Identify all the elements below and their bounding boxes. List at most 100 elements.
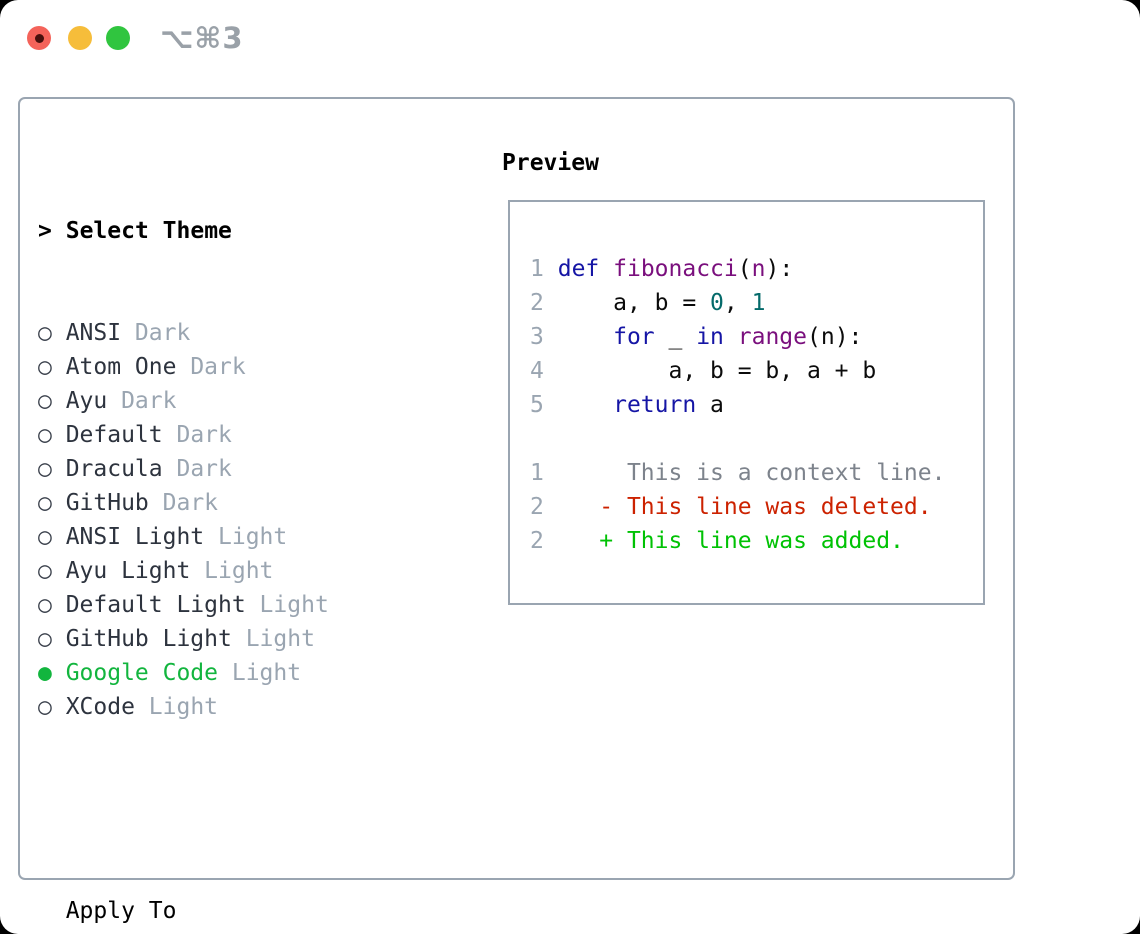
radio-unselected-icon: ○: [38, 354, 66, 380]
theme-option-google-code[interactable]: ● Google Code Light: [38, 656, 440, 690]
preview-line: 3 for _ in range(n):: [530, 320, 983, 354]
code-token-add: + This line was added.: [543, 528, 904, 554]
code-token-pln: [544, 392, 613, 418]
line-number: 4: [530, 358, 544, 384]
theme-name: Ayu Light: [65, 558, 191, 584]
code-token-pln: [544, 324, 613, 350]
radio-unselected-icon: ○: [38, 592, 66, 618]
preview-title: Preview: [502, 150, 599, 176]
radio-unselected-icon: ○: [38, 456, 66, 482]
code-token-pln: [544, 256, 558, 282]
preview-line: 5 return a: [530, 388, 983, 422]
theme-name: Default: [65, 422, 163, 448]
line-number: 2: [530, 290, 544, 316]
preview-line: 1 def fibonacci(n):: [530, 252, 983, 286]
preview-line: 2 - This line was deleted.: [530, 490, 983, 524]
maximize-button[interactable]: [106, 26, 130, 50]
radio-unselected-icon: ○: [38, 626, 66, 652]
radio-selected-icon: ●: [38, 660, 66, 686]
theme-list: ○ ANSI Dark○ Atom One Dark○ Ayu Dark○ De…: [38, 316, 440, 724]
code-token-pln: ,: [723, 290, 752, 316]
line-number: 3: [530, 324, 544, 350]
theme-option-xcode[interactable]: ○ XCode Light: [38, 690, 440, 724]
theme-variant-label: Light: [231, 626, 315, 652]
code-token-pln: _: [654, 324, 697, 350]
line-number: 1: [530, 256, 544, 282]
code-token-pln: [599, 256, 613, 282]
code-token-typ: fibonacci: [613, 256, 738, 282]
line-number: 2: [530, 494, 544, 520]
apply-to-header: Apply To: [65, 898, 177, 924]
code-token-lit: 0: [710, 290, 724, 316]
theme-variant-label: Dark: [121, 320, 191, 346]
theme-option-dracula[interactable]: ○ Dracula Dark: [38, 452, 440, 486]
theme-name: Dracula: [65, 456, 163, 482]
code-token-kwd: for: [613, 324, 655, 350]
theme-variant-label: Light: [190, 558, 274, 584]
code-token-pln: a: [696, 392, 724, 418]
theme-variant-label: Dark: [176, 354, 246, 380]
theme-option-ayu[interactable]: ○ Ayu Dark: [38, 384, 440, 418]
theme-name: Ayu: [65, 388, 108, 414]
theme-name: Atom One: [65, 354, 177, 380]
radio-unselected-icon: ○: [38, 490, 66, 516]
code-token-lit: 1: [751, 290, 766, 316]
theme-option-atom-one[interactable]: ○ Atom One Dark: [38, 350, 440, 384]
theme-option-github-light[interactable]: ○ GitHub Light Light: [38, 622, 440, 656]
theme-name: ANSI Light: [65, 524, 205, 550]
titlebar: ⌥⌘3: [0, 0, 1140, 76]
radio-unselected-icon: ○: [38, 388, 66, 414]
line-number: 5: [530, 392, 544, 418]
radio-unselected-icon: ○: [38, 524, 66, 550]
theme-variant-label: Light: [204, 524, 288, 550]
theme-option-github[interactable]: ○ GitHub Dark: [38, 486, 440, 520]
code-token-pln: ):: [765, 256, 794, 282]
code-token-del: - This line was deleted.: [543, 494, 932, 520]
theme-option-default-light[interactable]: ○ Default Light Light: [38, 588, 440, 622]
code-token-ctx: This is a context line.: [543, 460, 946, 486]
theme-name: Default Light: [65, 592, 246, 618]
theme-name: GitHub Light: [65, 626, 232, 652]
select-theme-title: Select Theme: [65, 218, 232, 244]
theme-name: ANSI: [65, 320, 122, 346]
window-title-shortcut: ⌥⌘3: [160, 21, 244, 55]
theme-option-ayu-light[interactable]: ○ Ayu Light Light: [38, 554, 440, 588]
line-number: 1: [530, 460, 544, 486]
minimize-button[interactable]: [68, 26, 92, 50]
close-button[interactable]: [27, 26, 51, 50]
theme-name: XCode: [65, 694, 135, 720]
prompt-icon: >: [38, 218, 52, 244]
close-dot-icon: [34, 33, 44, 43]
radio-unselected-icon: ○: [38, 694, 66, 720]
code-token-pln: (: [737, 256, 752, 282]
theme-variant-label: Light: [134, 694, 219, 720]
preview-line: 2 a, b = 0, 1: [530, 286, 983, 320]
theme-option-ansi-light[interactable]: ○ ANSI Light Light: [38, 520, 440, 554]
theme-variant-label: Dark: [148, 490, 219, 516]
code-token-pln: [724, 324, 738, 350]
theme-name: GitHub: [65, 490, 149, 516]
theme-option-default[interactable]: ○ Default Dark: [38, 418, 440, 452]
code-token-typ: range: [737, 324, 808, 350]
theme-variant-label: Dark: [162, 422, 232, 448]
theme-variant-label: Dark: [107, 388, 177, 414]
code-token-pln: a, b = b, a + b: [543, 358, 877, 384]
theme-variant-label: Light: [218, 660, 302, 686]
code-token-typ: n: [751, 256, 766, 282]
theme-selector-column: > Select Theme ○ ANSI Dark○ Atom One Dar…: [38, 146, 440, 934]
preview-line: 2 + This line was added.: [530, 524, 983, 558]
select-theme-header: > Select Theme: [38, 214, 440, 248]
theme-name: Google Code: [65, 660, 219, 686]
code-token-kwd: in: [696, 324, 724, 350]
preview-line: [530, 422, 983, 456]
preview-line: 4 a, b = b, a + b: [530, 354, 983, 388]
code-token-pln: (n):: [807, 324, 863, 350]
theme-option-ansi[interactable]: ○ ANSI Dark: [38, 316, 440, 350]
line-number: 2: [530, 528, 544, 554]
theme-variant-label: Light: [245, 592, 329, 618]
code-token-kwd: def: [557, 256, 600, 282]
code-token-pln: a, b =: [543, 290, 711, 316]
radio-unselected-icon: ○: [38, 558, 66, 584]
